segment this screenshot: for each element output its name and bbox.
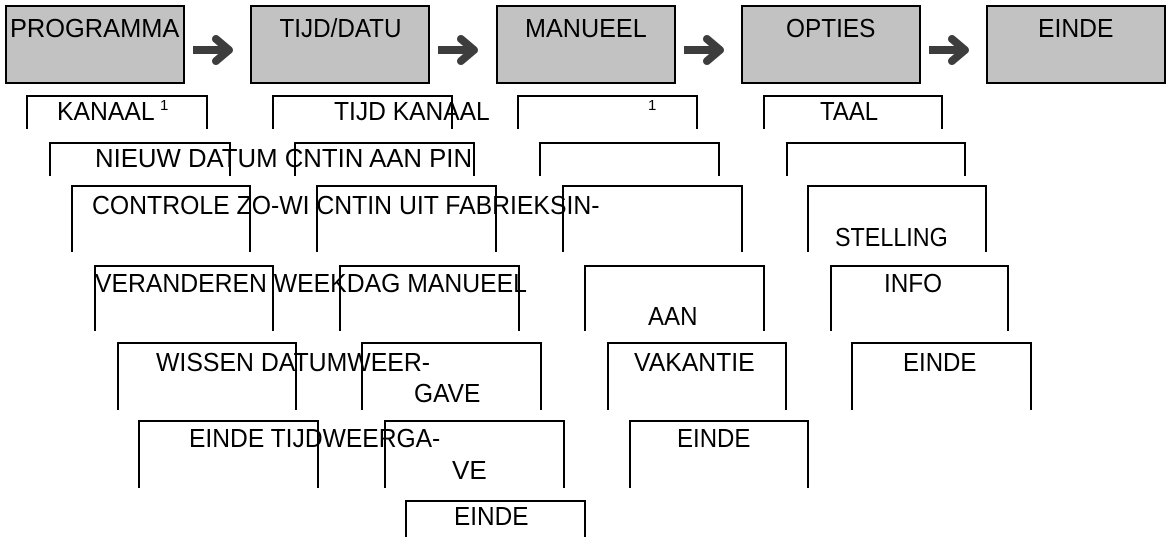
submenu-bracket-programma-2 bbox=[49, 142, 231, 176]
label-gave: GAVE bbox=[414, 378, 481, 408]
right-arrow-icon bbox=[192, 34, 236, 66]
footnote-marker: 1 bbox=[648, 97, 657, 114]
label-line-4: VERANDEREN WEEKDAG MANUEEL bbox=[95, 268, 527, 298]
label-stelling: STELLING bbox=[835, 222, 948, 252]
label-einde-manueel: EINDE bbox=[677, 423, 751, 453]
submenu-bracket-tijd-3 bbox=[316, 185, 497, 252]
label-aan: AAN bbox=[648, 301, 698, 331]
label-kanaal: KANAAL bbox=[57, 96, 155, 126]
menu-box-label: TIJD/DATU bbox=[279, 13, 401, 43]
submenu-bracket-manueel-5 bbox=[607, 342, 787, 410]
label-taal: TAAL bbox=[820, 96, 879, 126]
submenu-bracket-opties-1 bbox=[763, 95, 943, 129]
submenu-bracket-manueel-4 bbox=[584, 265, 765, 331]
label-line-3: CONTROLE ZO-WI CNTIN UIT FABRIEKSIN- bbox=[92, 190, 600, 220]
menu-box-tijd-datu: TIJD/DATU bbox=[250, 5, 430, 84]
submenu-bracket-opties-4 bbox=[830, 265, 1009, 331]
menu-box-manueel: MANUEEL bbox=[496, 5, 676, 84]
label-line-5: WISSEN DATUMWEER- bbox=[156, 347, 431, 377]
submenu-bracket-programma-4 bbox=[94, 265, 274, 331]
submenu-bracket-tijd-2 bbox=[294, 142, 475, 176]
label-vakantie: VAKANTIE bbox=[634, 347, 755, 377]
submenu-bracket-manueel-6 bbox=[629, 420, 809, 488]
submenu-bracket-manueel-3 bbox=[562, 185, 743, 252]
menu-box-opties: OPTIES bbox=[741, 5, 921, 84]
right-arrow-icon bbox=[683, 34, 727, 66]
label-einde-tijd: EINDE bbox=[454, 501, 529, 531]
menu-box-label: EINDE bbox=[1038, 13, 1114, 43]
submenu-bracket-programma-5 bbox=[117, 342, 297, 410]
submenu-bracket-tijd-4 bbox=[339, 265, 520, 331]
submenu-bracket-tijd-6 bbox=[384, 420, 565, 488]
submenu-bracket-opties-5 bbox=[851, 342, 1032, 410]
menu-box-label: PROGRAMMA bbox=[10, 13, 180, 43]
right-arrow-icon bbox=[928, 34, 972, 66]
menu-box-label: OPTIES bbox=[786, 13, 876, 43]
right-arrow-icon bbox=[437, 34, 481, 66]
footnote-marker: 1 bbox=[160, 97, 169, 114]
submenu-bracket-tijd-1 bbox=[272, 95, 453, 129]
menu-box-einde: EINDE bbox=[986, 5, 1166, 84]
menu-box-programma: PROGRAMMA bbox=[5, 5, 185, 84]
submenu-bracket-manueel-1 bbox=[517, 95, 698, 129]
submenu-bracket-programma-1 bbox=[26, 95, 208, 129]
label-einde-opties: EINDE bbox=[903, 347, 977, 377]
submenu-bracket-opties-2 bbox=[786, 142, 966, 176]
label-ve: VE bbox=[452, 455, 487, 485]
menu-box-label: MANUEEL bbox=[525, 13, 647, 43]
label-line-6: EINDE TIJDWEERGA- bbox=[189, 423, 441, 453]
submenu-bracket-tijd-7 bbox=[405, 500, 586, 537]
label-line-2: NIEUW DATUM CNTIN AAN PIN bbox=[95, 143, 473, 173]
submenu-bracket-manueel-2 bbox=[539, 142, 720, 176]
submenu-bracket-opties-3 bbox=[807, 185, 987, 252]
submenu-bracket-tijd-5 bbox=[361, 342, 542, 410]
submenu-bracket-programma-6 bbox=[138, 420, 319, 488]
label-info: INFO bbox=[884, 268, 943, 298]
submenu-bracket-programma-3 bbox=[71, 185, 251, 252]
label-tijd-kanaal: TIJD KANAAL bbox=[334, 96, 490, 126]
